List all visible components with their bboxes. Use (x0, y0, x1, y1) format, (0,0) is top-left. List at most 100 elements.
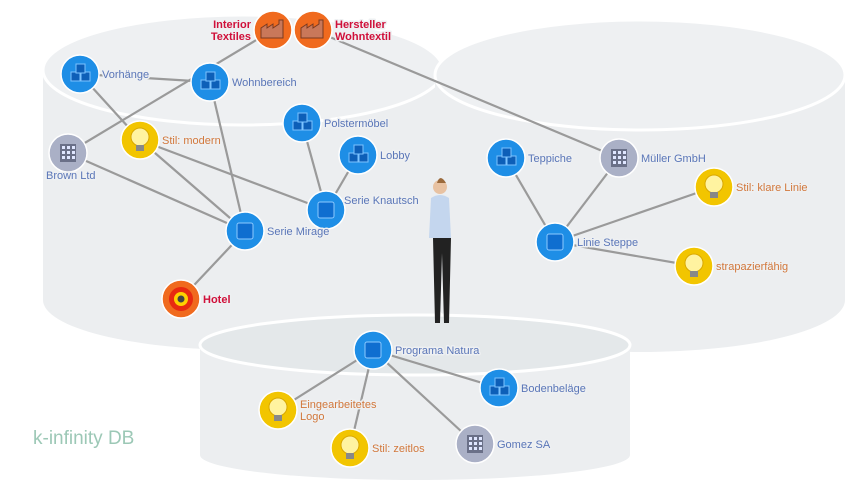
edge-modern-knautsch (139, 138, 327, 212)
cube-icon (306, 190, 346, 230)
node-label-strap[interactable]: strapazierfähig (715, 260, 790, 275)
node-label: Hersteller (335, 19, 386, 31)
cube-icon (353, 330, 393, 370)
node-label: Serie Mirage (267, 226, 329, 238)
node-label-polster[interactable]: Polstermöbel (323, 117, 390, 132)
node-label: Logo (300, 411, 324, 423)
edge-natura-boden (372, 348, 500, 390)
node-hersteller[interactable] (293, 10, 333, 50)
node-label: Wohnbereich (232, 77, 297, 89)
brand-label: k-infinity DB (33, 428, 135, 449)
lightbulb-icon (694, 167, 734, 207)
node-label-hotel[interactable]: Hotel (202, 293, 233, 308)
node-knautsch[interactable] (306, 190, 346, 230)
node-label-lobby[interactable]: Lobby (379, 149, 412, 164)
node-label-steppe[interactable]: Linie Steppe (576, 236, 640, 251)
node-label: Stil: zeitlos (372, 443, 425, 455)
cubes-icon (190, 62, 230, 102)
node-natura[interactable] (353, 330, 393, 370)
node-label: Serie Knautsch (344, 195, 419, 207)
node-label: Wohntextil (335, 31, 391, 43)
building-icon (599, 138, 639, 178)
node-label-knautsch[interactable]: Serie Knautsch (343, 194, 421, 209)
node-lobby[interactable] (338, 135, 378, 175)
node-vorhaenge[interactable] (60, 54, 100, 94)
edge-modern-mirage (139, 139, 246, 232)
edge-brown-mirage (67, 151, 246, 233)
node-label: Programa Natura (395, 345, 480, 357)
edge-interior-brown (67, 29, 274, 154)
node-label-brown[interactable]: Brown Ltd (45, 169, 98, 184)
node-label: Hotel (203, 294, 231, 306)
node-strap[interactable] (674, 246, 714, 286)
node-zeitlos[interactable] (330, 428, 370, 468)
node-label-vorhaenge[interactable]: Vorhänge (101, 68, 151, 83)
node-modern[interactable] (120, 120, 160, 160)
edge-hersteller-mueller (312, 28, 620, 160)
node-label-klare[interactable]: Stil: klare Linie (735, 181, 810, 196)
edge-klare-steppe (554, 185, 715, 244)
node-gomez[interactable] (455, 424, 495, 464)
node-label-mirage[interactable]: Serie Mirage (266, 225, 331, 240)
node-label: Müller GmbH (641, 153, 706, 165)
node-label: strapazierfähig (716, 261, 788, 273)
cylinder-left (41, 13, 445, 350)
node-label: Teppiche (528, 153, 572, 165)
node-label-boden[interactable]: Bodenbeläge (520, 382, 588, 397)
node-polster[interactable] (282, 103, 322, 143)
node-label-gomez[interactable]: Gomez SA (496, 438, 553, 453)
node-steppe[interactable] (535, 222, 575, 262)
node-label: Bodenbeläge (521, 383, 586, 395)
edge-wohnbereich-mirage (208, 81, 247, 232)
node-label: Polstermöbel (324, 118, 388, 130)
node-label: Brown Ltd (46, 170, 96, 182)
lightbulb-icon (258, 390, 298, 430)
cubes-icon (338, 135, 378, 175)
edge-strap-steppe (554, 240, 695, 268)
node-label-teppiche[interactable]: Teppiche (527, 152, 574, 167)
building-icon (455, 424, 495, 464)
factory-icon (253, 10, 293, 50)
node-boden[interactable] (479, 368, 519, 408)
node-klare[interactable] (694, 167, 734, 207)
node-label-natura[interactable]: Programa Natura (394, 344, 482, 359)
node-mueller[interactable] (599, 138, 639, 178)
node-label-zeitlos[interactable]: Stil: zeitlos (371, 442, 427, 457)
target-icon (161, 279, 201, 319)
cubes-icon (486, 138, 526, 178)
node-teppiche[interactable] (486, 138, 526, 178)
node-mirage[interactable] (225, 211, 265, 251)
node-wohnbereich[interactable] (190, 62, 230, 102)
node-label: Stil: klare Linie (736, 182, 808, 194)
cubes-icon (479, 368, 519, 408)
nodes (48, 10, 734, 468)
node-label-mueller[interactable]: Müller GmbH (640, 152, 708, 167)
node-interior[interactable] (253, 10, 293, 50)
edge-vorhaenge-wohnbereich (79, 72, 211, 84)
node-label: Gomez SA (497, 439, 551, 451)
node-label: Stil: modern (162, 135, 221, 147)
building-icon (48, 133, 88, 173)
cube-icon (225, 211, 265, 251)
node-hotel[interactable] (161, 279, 201, 319)
node-label: Vorhänge (102, 69, 149, 81)
cubes-icon (60, 54, 100, 94)
node-label: Eingearbeitetes (300, 399, 377, 411)
factory-icon (293, 10, 333, 50)
node-label-wohnbereich[interactable]: Wohnbereich (231, 76, 299, 91)
node-label: Linie Steppe (577, 237, 638, 249)
cubes-icon (282, 103, 322, 143)
node-brown[interactable] (48, 133, 88, 173)
node-label: Textiles (211, 31, 251, 43)
node-label: Lobby (380, 150, 410, 162)
node-label-modern[interactable]: Stil: modern (161, 134, 223, 149)
person-figure (429, 178, 451, 323)
node-logo[interactable] (258, 390, 298, 430)
cube-icon (535, 222, 575, 262)
lightbulb-icon (330, 428, 370, 468)
